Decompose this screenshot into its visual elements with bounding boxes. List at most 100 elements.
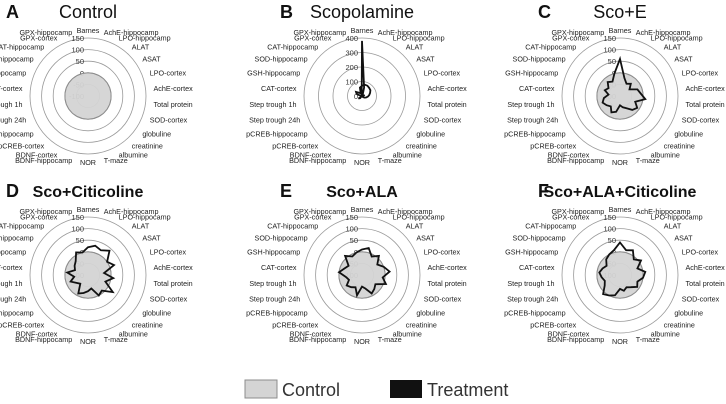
axis-label: ASAT [142, 234, 161, 243]
axis-label: ALAT [132, 43, 150, 52]
axis-label: pCREB-hippocamp [504, 308, 566, 317]
radar-panels: AControl-100-50050100150BarnesAchE-hippo… [0, 2, 725, 346]
axis-label: ASAT [674, 234, 693, 243]
axis-label: creatinine [406, 320, 437, 329]
axis-label: GSH-hippocamp [247, 248, 300, 257]
axis-label: AchE-cortex [686, 84, 726, 93]
ring-tick-label: 100 [345, 78, 358, 87]
axis-label: ASAT [674, 55, 693, 64]
ring-tick-label: 0 [354, 92, 358, 101]
axis-label: Total protein [428, 279, 467, 288]
axis-label: BDNF-cortex [548, 329, 590, 338]
treatment-series [598, 241, 647, 297]
axis-label: GPX-hippocamp [19, 207, 72, 216]
ring-tick-label: 50 [350, 236, 358, 245]
axis-label: albumine [651, 150, 680, 159]
axis-label: pCREB-cortex [272, 320, 318, 329]
axis-label: LPO-cortex [682, 248, 719, 257]
axis-label: Step trough 1h [249, 100, 296, 109]
axis-label: pCREB-cortex [272, 141, 318, 150]
axis-label: Step trough 1h [0, 279, 22, 288]
axis-label: globuline [416, 129, 445, 138]
axis-label: globuline [142, 308, 171, 317]
axis-label: T-maze [104, 156, 128, 165]
axis-label: Total protein [686, 279, 725, 288]
axis-label: AchE-hippocamp [378, 28, 433, 37]
radar-ring [573, 228, 667, 322]
axis-label: CAT-cortex [519, 263, 555, 272]
axis-label: BDNF-hippocamp [289, 335, 346, 344]
radar-panel-d: DSco+Citicoline-100-50050100150BarnesAch… [0, 181, 193, 346]
legend-control-swatch [244, 379, 278, 399]
axis-label: pCREB-cortex [530, 320, 576, 329]
ring-tick-label: 150 [345, 213, 358, 222]
axis-label: LPO-hippocamp [393, 34, 445, 43]
radar-ring [52, 239, 124, 311]
axis-label: T-maze [378, 156, 402, 165]
axis-label: CAT-hippocamp [267, 43, 318, 52]
axis-label: pCREB-hippocamp [246, 308, 308, 317]
axis-label: SOD-hippocamp [0, 55, 34, 64]
axis-label: BDNF-hippocamp [15, 156, 72, 165]
ring-tick-label: 300 [345, 49, 358, 58]
panel-title: Control [59, 2, 117, 22]
ring-tick-label: 150 [71, 34, 84, 43]
panel-letter: A [6, 2, 19, 22]
axis-label: LPO-hippocamp [651, 213, 703, 222]
axis-label: SOD-cortex [424, 294, 462, 303]
axis-label: Total protein [154, 100, 193, 109]
control-series [64, 251, 112, 299]
treatment-series [601, 55, 647, 114]
axis-label: albumine [393, 150, 422, 159]
ring-tick-label: 100 [71, 225, 84, 234]
axis-label: SOD-hippocamp [513, 234, 566, 243]
axis-label: Step trough 1h [0, 100, 22, 109]
panel-title: Sco+ALA [326, 184, 398, 201]
treatment-series [354, 40, 372, 100]
axis-label: CAT-cortex [261, 84, 297, 93]
axis-label: BDNF-cortex [16, 150, 58, 159]
axis-label: AchE-cortex [428, 84, 468, 93]
axis-label: CAT-cortex [0, 84, 23, 93]
ring-tick-label: 200 [345, 63, 358, 72]
axis-label: SOD-hippocamp [255, 55, 308, 64]
axis-label: GPX-cortex [294, 213, 332, 222]
axis-label: GSH-hippocamp [0, 248, 26, 257]
axis-label: ASAT [416, 55, 435, 64]
axis-label: Barnes [77, 26, 100, 35]
axis-label: CAT-hippocamp [267, 222, 318, 231]
radar-ring [52, 60, 124, 132]
treatment-series [337, 246, 392, 298]
ring-tick-label: 50 [76, 57, 84, 66]
axis-label: AchE-hippocamp [378, 207, 433, 216]
axis-label: creatinine [132, 320, 163, 329]
axis-label: Step trough 24h [249, 294, 300, 303]
axis-label: AchE-hippocamp [104, 207, 159, 216]
control-series [64, 72, 112, 120]
axis-label: Step trough 1h [507, 279, 554, 288]
axis-label: CAT-hippocamp [525, 43, 576, 52]
axis-label: LPO-hippocamp [119, 213, 171, 222]
axis-label: GSH-hippocamp [247, 69, 300, 78]
radar-panel-e: ESco+ALA-100-50050100150BarnesAchE-hippo… [246, 181, 467, 346]
axis-label: SOD-hippocamp [255, 234, 308, 243]
axis-label: Total protein [154, 279, 193, 288]
panel-title: Sco+E [593, 2, 647, 22]
axis-label: Barnes [351, 26, 374, 35]
axis-label: SOD-hippocamp [0, 234, 34, 243]
legend-control-label: Control [282, 380, 340, 400]
axis-label: albumine [119, 329, 148, 338]
radar-ring [41, 49, 135, 143]
legend-treatment-label: Treatment [427, 380, 508, 400]
axis-label: NOR [354, 158, 370, 167]
axis-label: BDNF-cortex [290, 329, 332, 338]
axis-label: GPX-cortex [552, 213, 590, 222]
panel-title: Sco+ALA+Citicoline [544, 184, 697, 201]
axis-label: CAT-cortex [261, 263, 297, 272]
axis-label: albumine [119, 150, 148, 159]
radar-ring [561, 37, 679, 155]
axis-label: AchE-hippocamp [104, 28, 159, 37]
axis-label: LPO-hippocamp [393, 213, 445, 222]
axis-label: NOR [80, 337, 96, 346]
